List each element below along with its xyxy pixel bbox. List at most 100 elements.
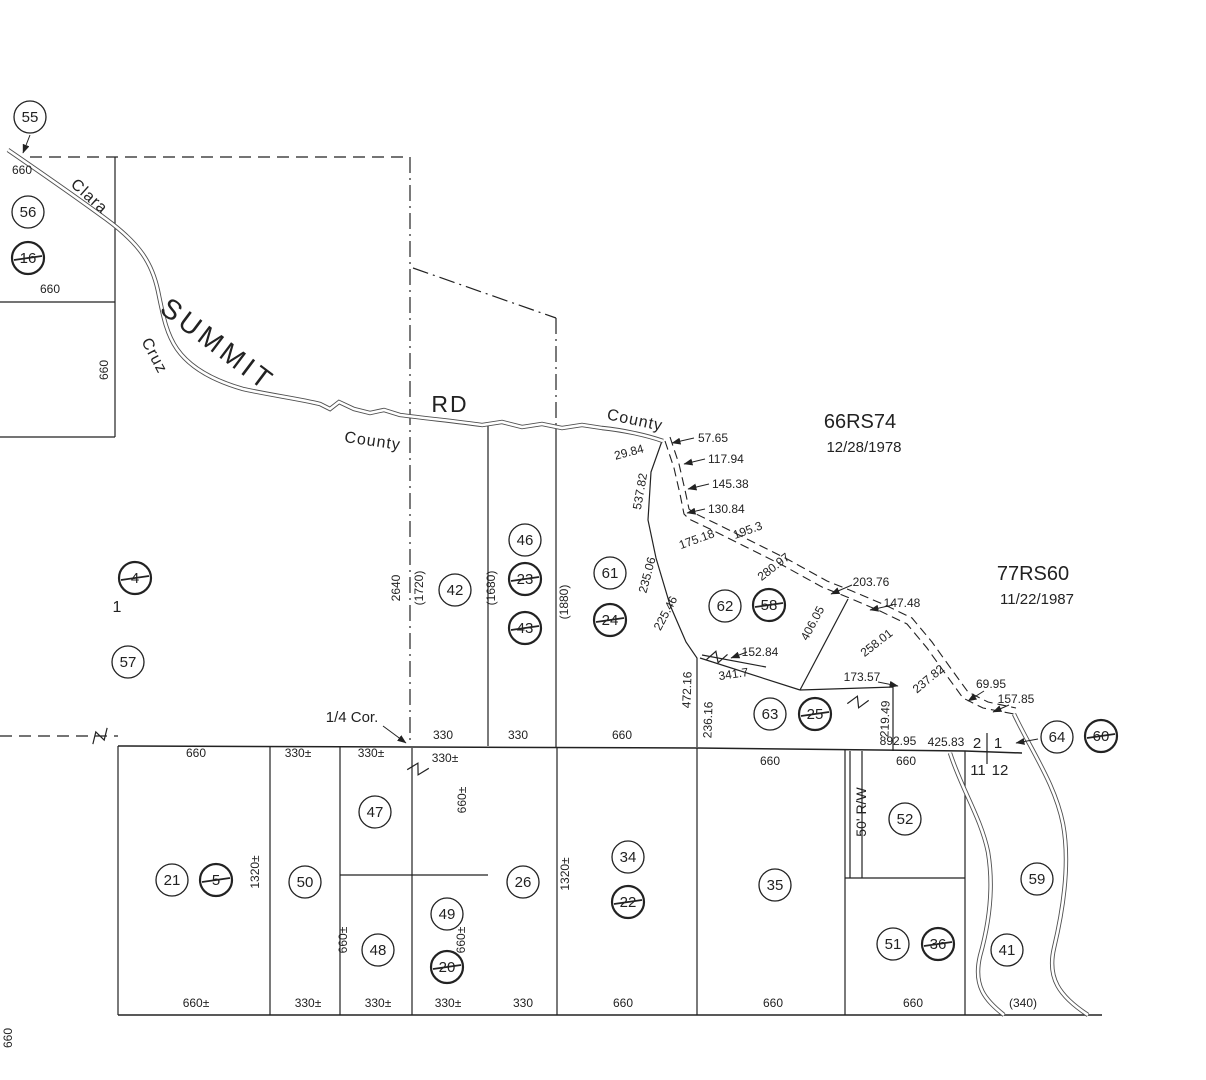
distance-label-16: 660	[760, 754, 780, 768]
diagonal-dashed-line	[412, 267, 557, 319]
distance-label-12: 660	[186, 746, 206, 760]
parcel-56-number: 56	[20, 204, 37, 221]
measurement-117-94: 117.94	[708, 452, 744, 466]
measurement-235-06: 235.06	[636, 555, 659, 594]
parcel-64-circle	[1040, 720, 1074, 754]
distance-label-20: 660±	[455, 786, 469, 813]
parcel-43-strikethrough	[510, 625, 540, 631]
parcel-21: 21	[155, 863, 189, 897]
measurement-341-7: 341.7	[718, 665, 750, 683]
distance-label-4: 2640	[389, 574, 403, 601]
parcel-25: 25	[797, 696, 833, 732]
distance-label-0: 1	[113, 599, 122, 616]
measurement-280-97: 280.97	[755, 550, 793, 584]
parcel-60: 60	[1083, 718, 1119, 754]
parcel-51-circle	[876, 927, 910, 961]
arrow-69-95	[967, 690, 985, 702]
distance-label-2: 660	[40, 282, 60, 296]
parcel-56: 56	[11, 195, 45, 229]
distance-label-33: 660	[1, 1028, 15, 1048]
arrow-145-38	[687, 483, 710, 491]
break-symbol-1	[406, 762, 430, 776]
line-152-84	[701, 654, 767, 668]
measurement-425-83: 425.83	[928, 735, 965, 749]
county-line-a	[664, 440, 1015, 715]
measurement-69-95: 69.95	[976, 677, 1006, 691]
road-name-rd-3: RD	[431, 391, 468, 417]
distance-label-22: 660±	[454, 926, 468, 953]
parcel-26-circle	[506, 865, 540, 899]
parcel-48: 48	[361, 933, 395, 967]
parcel-63-number: 63	[762, 706, 779, 723]
parcel-41: 41	[990, 933, 1024, 967]
parcel-59-circle	[1020, 862, 1054, 896]
parcel-34: 34	[611, 840, 645, 874]
distance-label-1: 660	[12, 163, 32, 177]
parcel-46-number: 46	[517, 532, 534, 549]
parcel-35-circle	[758, 868, 792, 902]
arrow-57-65	[671, 437, 695, 445]
parcel-60-strikethrough	[1086, 733, 1116, 739]
parcel-48-circle	[361, 933, 395, 967]
measurement-57-65: 57.65	[698, 431, 728, 445]
distance-label-14: 330±	[358, 746, 385, 760]
parcel-23-strikethrough	[510, 576, 540, 582]
parcel-47-number: 47	[367, 804, 384, 821]
parcel-49-circle	[430, 897, 464, 931]
arrow-157-85	[992, 704, 1010, 713]
distance-label-21: 660±	[336, 926, 350, 953]
distance-label-24: 660±	[183, 996, 210, 1010]
distance-label-37: 12	[992, 762, 1009, 779]
parcel-34-number: 34	[620, 849, 637, 866]
measurement-406-05: 406.05	[798, 603, 828, 642]
parcel-line-county-west	[647, 440, 698, 747]
parcel-35-number: 35	[767, 877, 784, 894]
distance-label-34: 2	[973, 735, 981, 752]
parcel-57-number: 57	[120, 654, 137, 671]
parcel-49-number: 49	[439, 906, 456, 923]
line-406-05	[799, 598, 849, 691]
arrow-quarter-corner	[382, 725, 407, 744]
parcel-24: 24	[592, 602, 628, 638]
measurement-173-57: 173.57	[844, 670, 881, 684]
line-341-7	[699, 657, 801, 691]
measurement-219-49: 219.49	[877, 700, 892, 737]
break-symbol-3	[846, 695, 870, 709]
measurement-537-82: 537.82	[630, 472, 650, 511]
arrow-64	[1015, 738, 1039, 745]
parcel-36: 36	[920, 926, 956, 962]
parcel-64-number: 64	[1049, 729, 1066, 746]
arrow-55	[22, 134, 31, 154]
parcel-42: 42	[438, 573, 472, 607]
distance-label-23: 50' R/W	[853, 787, 869, 837]
break-symbol-0	[92, 727, 108, 745]
parcel-52: 52	[888, 802, 922, 836]
parcel-34-circle	[611, 840, 645, 874]
summit-road-core	[7, 148, 664, 443]
parcel-63: 63	[753, 697, 787, 731]
parcel-16-strikethrough	[13, 255, 43, 261]
parcel-61: 61	[593, 556, 627, 590]
distance-label-5: (1720)	[412, 571, 426, 606]
parcel-55-number: 55	[22, 109, 39, 126]
parcel-25-strikethrough	[800, 711, 830, 717]
parcel-20-strikethrough	[432, 964, 462, 970]
distance-label-19: 1320±	[558, 857, 572, 891]
parcel-49: 49	[430, 897, 464, 931]
measurement-195-3: 195.3	[731, 518, 764, 542]
distance-label-18: 1320±	[248, 855, 262, 889]
record-id-66RS74: 66RS74	[824, 411, 896, 433]
measurement-236-16: 236.16	[700, 701, 715, 738]
parcel-57: 57	[111, 645, 145, 679]
road-name-cruz-1: Cruz	[138, 335, 171, 376]
break-symbol-2	[706, 650, 728, 664]
parcel-4: 4	[117, 560, 153, 596]
measurement-130-84: 130.84	[708, 502, 745, 516]
measurement-29-84: 29.84	[613, 441, 646, 462]
east-road-east-edge-casing	[1012, 713, 1090, 1017]
measurement-225-46: 225.46	[651, 593, 681, 632]
county-line-b	[669, 436, 1017, 709]
parcel-47: 47	[358, 795, 392, 829]
